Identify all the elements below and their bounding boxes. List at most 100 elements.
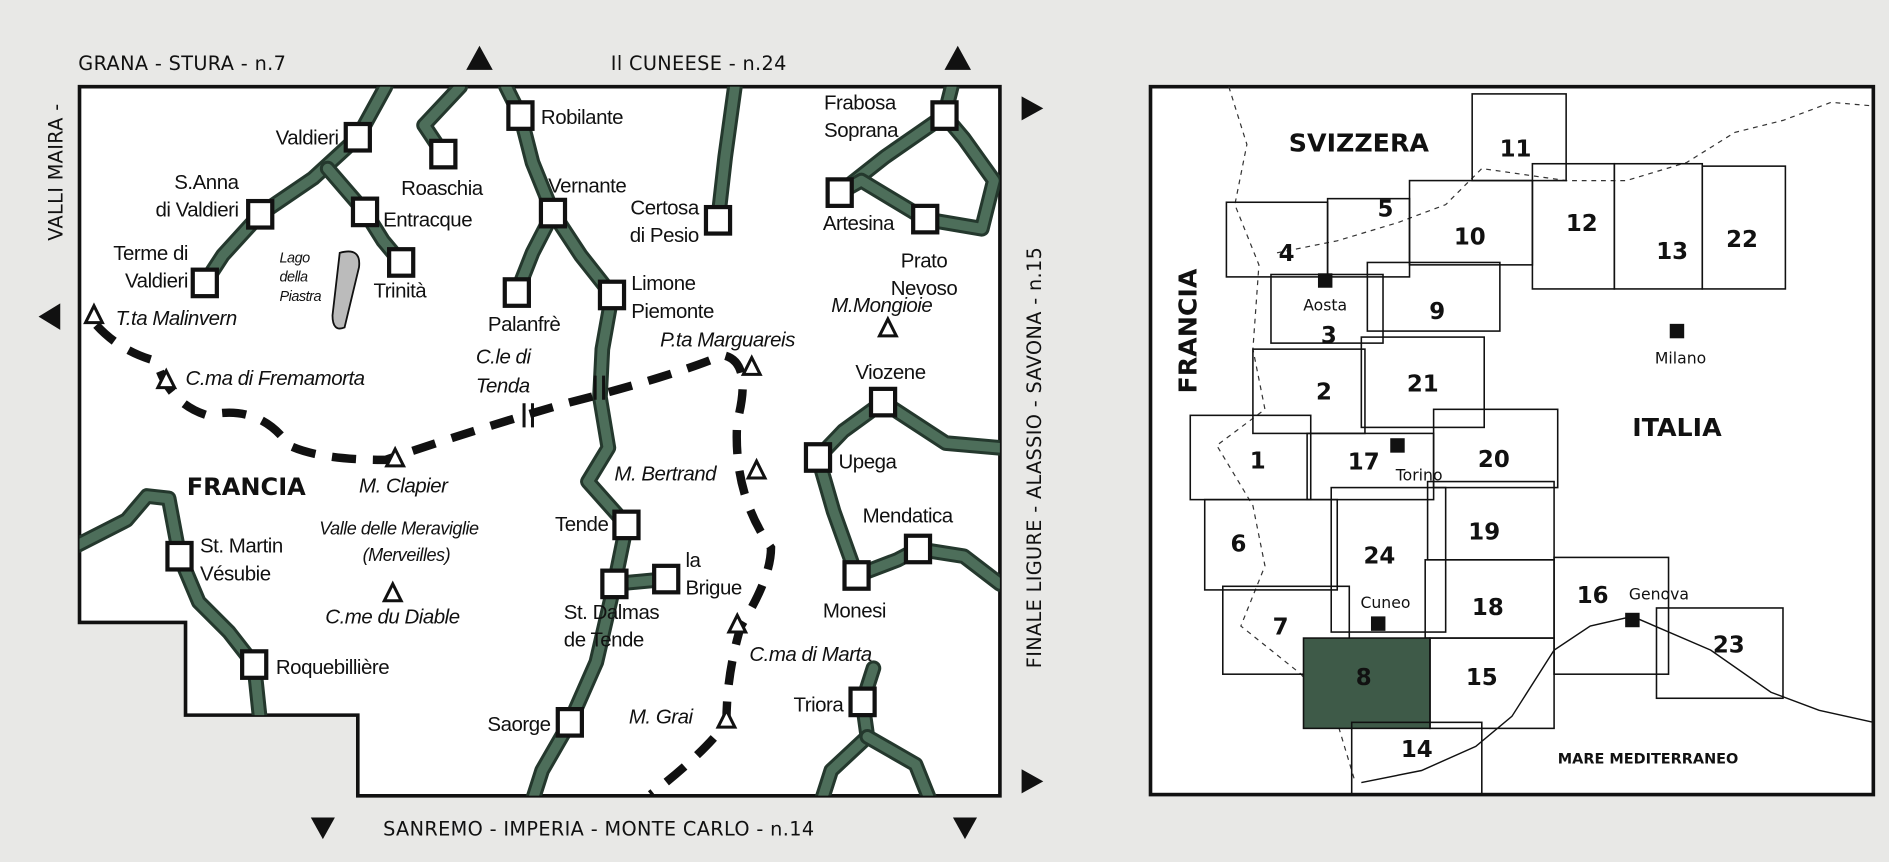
town-marker-icon[interactable] <box>903 533 933 565</box>
arrow-right-icon[interactable] <box>1021 96 1044 121</box>
arrow-right-icon[interactable] <box>1021 769 1044 794</box>
sheet-number[interactable]: 3 <box>1321 323 1337 349</box>
town-marker-icon[interactable] <box>803 442 833 473</box>
arrow-up-icon[interactable] <box>944 45 972 70</box>
town-label: Monesi <box>823 600 886 623</box>
town-marker-icon[interactable] <box>350 196 380 228</box>
peak-triangle-icon[interactable] <box>155 367 178 390</box>
arrow-down-icon[interactable] <box>952 817 978 840</box>
sheet-22-outline[interactable] <box>1701 165 1787 290</box>
sheet-number[interactable]: 17 <box>1348 450 1380 476</box>
peak-label: M. Grai <box>629 706 694 729</box>
town-label-line: Piemonte <box>631 300 714 323</box>
sheet-5-outline[interactable] <box>1326 197 1411 278</box>
sheet-number[interactable]: 8 <box>1356 665 1372 691</box>
peak-label: T.ta Malinvern <box>116 307 237 330</box>
town-marker-icon[interactable] <box>240 649 269 680</box>
town-label-line: Roaschia <box>401 177 484 200</box>
town-marker-icon[interactable] <box>703 204 733 236</box>
sheet-number[interactable]: 13 <box>1656 239 1688 265</box>
town-marker-icon[interactable] <box>930 100 959 131</box>
sheet-number[interactable]: 21 <box>1407 371 1439 397</box>
lake-label-line: Lago <box>279 250 310 266</box>
sheet-21-outline[interactable] <box>1360 336 1485 429</box>
town-marker-icon[interactable] <box>868 386 898 418</box>
town-marker-icon[interactable] <box>165 540 194 572</box>
peak-label: C.me du Diable <box>325 606 459 629</box>
town-label-line: Brigue <box>685 577 741 600</box>
sheet-7-outline[interactable] <box>1222 585 1351 675</box>
border-dashed <box>1276 101 1874 254</box>
sheet-number[interactable]: 23 <box>1713 633 1745 659</box>
arrow-left-icon[interactable] <box>38 303 61 330</box>
town-label-line: Valdieri <box>125 270 188 293</box>
town-marker-icon[interactable] <box>190 267 219 299</box>
sheet-number[interactable]: 12 <box>1566 211 1598 237</box>
town-marker-icon[interactable] <box>387 247 416 278</box>
sheet-number[interactable]: 10 <box>1454 224 1486 250</box>
sheet-number[interactable]: 7 <box>1273 614 1289 640</box>
sheet-number[interactable]: 11 <box>1500 137 1532 163</box>
town-label-line: Saorge <box>487 713 550 736</box>
town-marker-icon[interactable] <box>506 100 535 131</box>
town-marker-icon[interactable] <box>246 198 275 230</box>
peak-triangle-icon[interactable] <box>83 302 105 325</box>
town-label-line: Mendatica <box>863 505 954 528</box>
edge-label-north-east: Il CUNEESE - n.24 <box>611 52 787 75</box>
town-marker-icon[interactable] <box>911 203 940 235</box>
sheet-6-outline[interactable] <box>1203 498 1339 591</box>
sheet-number[interactable]: 5 <box>1377 197 1393 223</box>
sheet-16-outline[interactable] <box>1553 556 1670 675</box>
town-marker-icon[interactable] <box>343 121 372 153</box>
sheet-9-outline[interactable] <box>1366 261 1501 332</box>
peak-triangle-icon[interactable] <box>384 445 407 468</box>
index-map-frame <box>1148 84 1876 797</box>
town-marker-icon[interactable] <box>597 279 627 311</box>
sheet-14-outline[interactable] <box>1350 721 1483 796</box>
arrow-up-icon[interactable] <box>466 45 493 70</box>
town-marker-icon[interactable] <box>612 509 641 541</box>
sheet-number[interactable]: 1 <box>1250 448 1266 474</box>
sheet-number[interactable]: 14 <box>1401 737 1433 763</box>
sheet-number[interactable]: 19 <box>1468 519 1500 545</box>
sheet-number[interactable]: 20 <box>1478 447 1510 473</box>
sheet-number[interactable]: 22 <box>1726 227 1758 253</box>
town-marker-icon[interactable] <box>600 568 629 600</box>
sheet-23-outline[interactable] <box>1655 607 1784 700</box>
town-marker-icon[interactable] <box>652 563 681 595</box>
peak-triangle-icon[interactable] <box>745 457 768 480</box>
sheet-15-outline[interactable] <box>1429 637 1555 730</box>
sheet-8-outline[interactable] <box>1302 637 1431 730</box>
town-marker-icon[interactable] <box>429 138 458 170</box>
sheet-number[interactable]: 24 <box>1363 543 1395 569</box>
sheet-number[interactable]: 6 <box>1230 531 1246 557</box>
town-marker-icon[interactable] <box>825 177 854 208</box>
peak-triangle-icon[interactable] <box>877 315 899 338</box>
town-marker-icon[interactable] <box>848 686 877 718</box>
sheet-number[interactable]: 15 <box>1466 665 1498 691</box>
peak-triangle-icon[interactable] <box>381 580 404 603</box>
town-label-line: S.Anna <box>174 171 239 194</box>
country-label-italy: ITALIA <box>1632 413 1722 442</box>
sheet-number[interactable]: 18 <box>1472 595 1504 621</box>
sheet-number[interactable]: 16 <box>1577 583 1609 609</box>
town-marker-icon[interactable] <box>555 706 584 738</box>
city-marker-icon[interactable] <box>1370 616 1386 631</box>
peak-triangle-icon[interactable] <box>715 706 738 729</box>
peak-triangle-icon[interactable] <box>740 354 763 376</box>
sheet-number[interactable]: 2 <box>1316 380 1332 406</box>
sheet-number[interactable]: 4 <box>1279 241 1295 267</box>
peak-triangle-icon[interactable] <box>726 611 749 634</box>
city-marker-icon[interactable] <box>1390 438 1405 453</box>
city-marker-icon[interactable] <box>1669 323 1685 339</box>
city-marker-icon[interactable] <box>1625 612 1640 628</box>
town-marker-icon[interactable] <box>538 197 568 229</box>
peak-label: P.ta Marguareis <box>660 329 795 352</box>
valley-label-2: (Merveilles) <box>363 545 450 565</box>
town-marker-icon[interactable] <box>502 277 531 308</box>
town-marker-icon[interactable] <box>842 560 871 591</box>
sheet-number[interactable]: 9 <box>1429 299 1445 325</box>
arrow-down-icon[interactable] <box>310 817 335 840</box>
city-marker-icon[interactable] <box>1317 273 1333 288</box>
sheet-20-outline[interactable] <box>1432 408 1559 489</box>
